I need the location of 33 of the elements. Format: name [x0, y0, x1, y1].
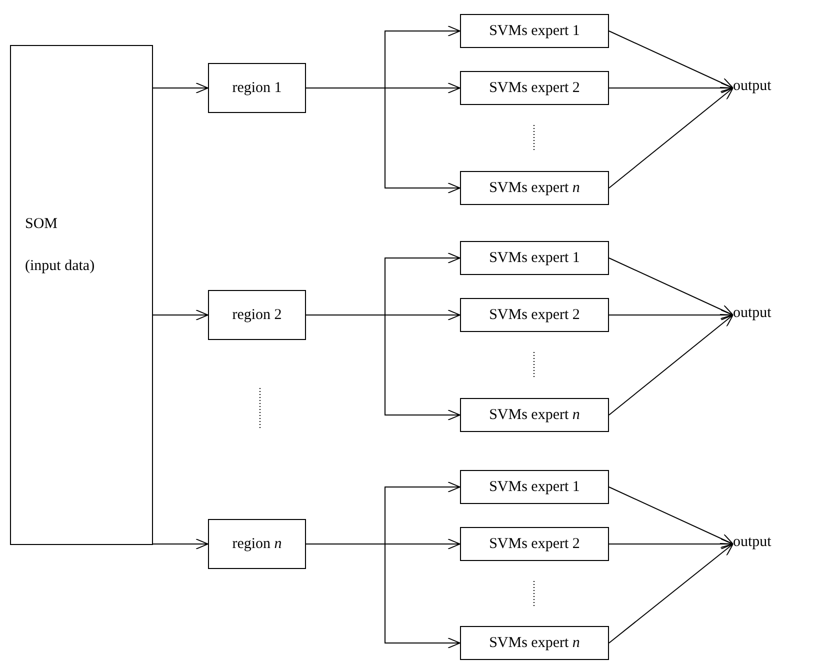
- arrow: [608, 538, 734, 550]
- expert-box: SVMs expert 1: [460, 470, 609, 504]
- arrow: [608, 30, 734, 88]
- arrow: [608, 258, 734, 316]
- arrow: [608, 82, 734, 94]
- arrow: [608, 314, 734, 416]
- expert-box: SVMs expert 2: [460, 71, 609, 105]
- arrow: [306, 88, 460, 194]
- arrow: [608, 486, 734, 544]
- arrow: [608, 310, 734, 320]
- expert-box: SVMs expert 1: [460, 241, 609, 275]
- output-label: output: [733, 305, 783, 325]
- arrow: [306, 544, 460, 648]
- expert-box: SVMs expert 2: [460, 527, 609, 561]
- box-heading: SOM: [25, 216, 58, 233]
- region-box: region 1: [208, 63, 306, 113]
- box-subtitle: (input data): [25, 258, 95, 275]
- arrow: [152, 82, 208, 94]
- expert-box: SVMs expert n: [460, 171, 609, 205]
- arrow: [306, 314, 460, 420]
- arrow: [608, 544, 734, 644]
- arrow: [152, 310, 208, 320]
- region-box: region n: [208, 519, 306, 569]
- process-box: [10, 45, 153, 545]
- arrow: [152, 538, 208, 550]
- region-box: region 2: [208, 290, 306, 340]
- expert-box: SVMs expert 1: [460, 14, 609, 48]
- output-label: output: [733, 534, 783, 554]
- arrow: [608, 88, 734, 188]
- expert-box: SVMs expert n: [460, 398, 609, 432]
- expert-box: SVMs expert 2: [460, 298, 609, 332]
- expert-box: SVMs expert n: [460, 626, 609, 660]
- output-label: output: [733, 78, 783, 98]
